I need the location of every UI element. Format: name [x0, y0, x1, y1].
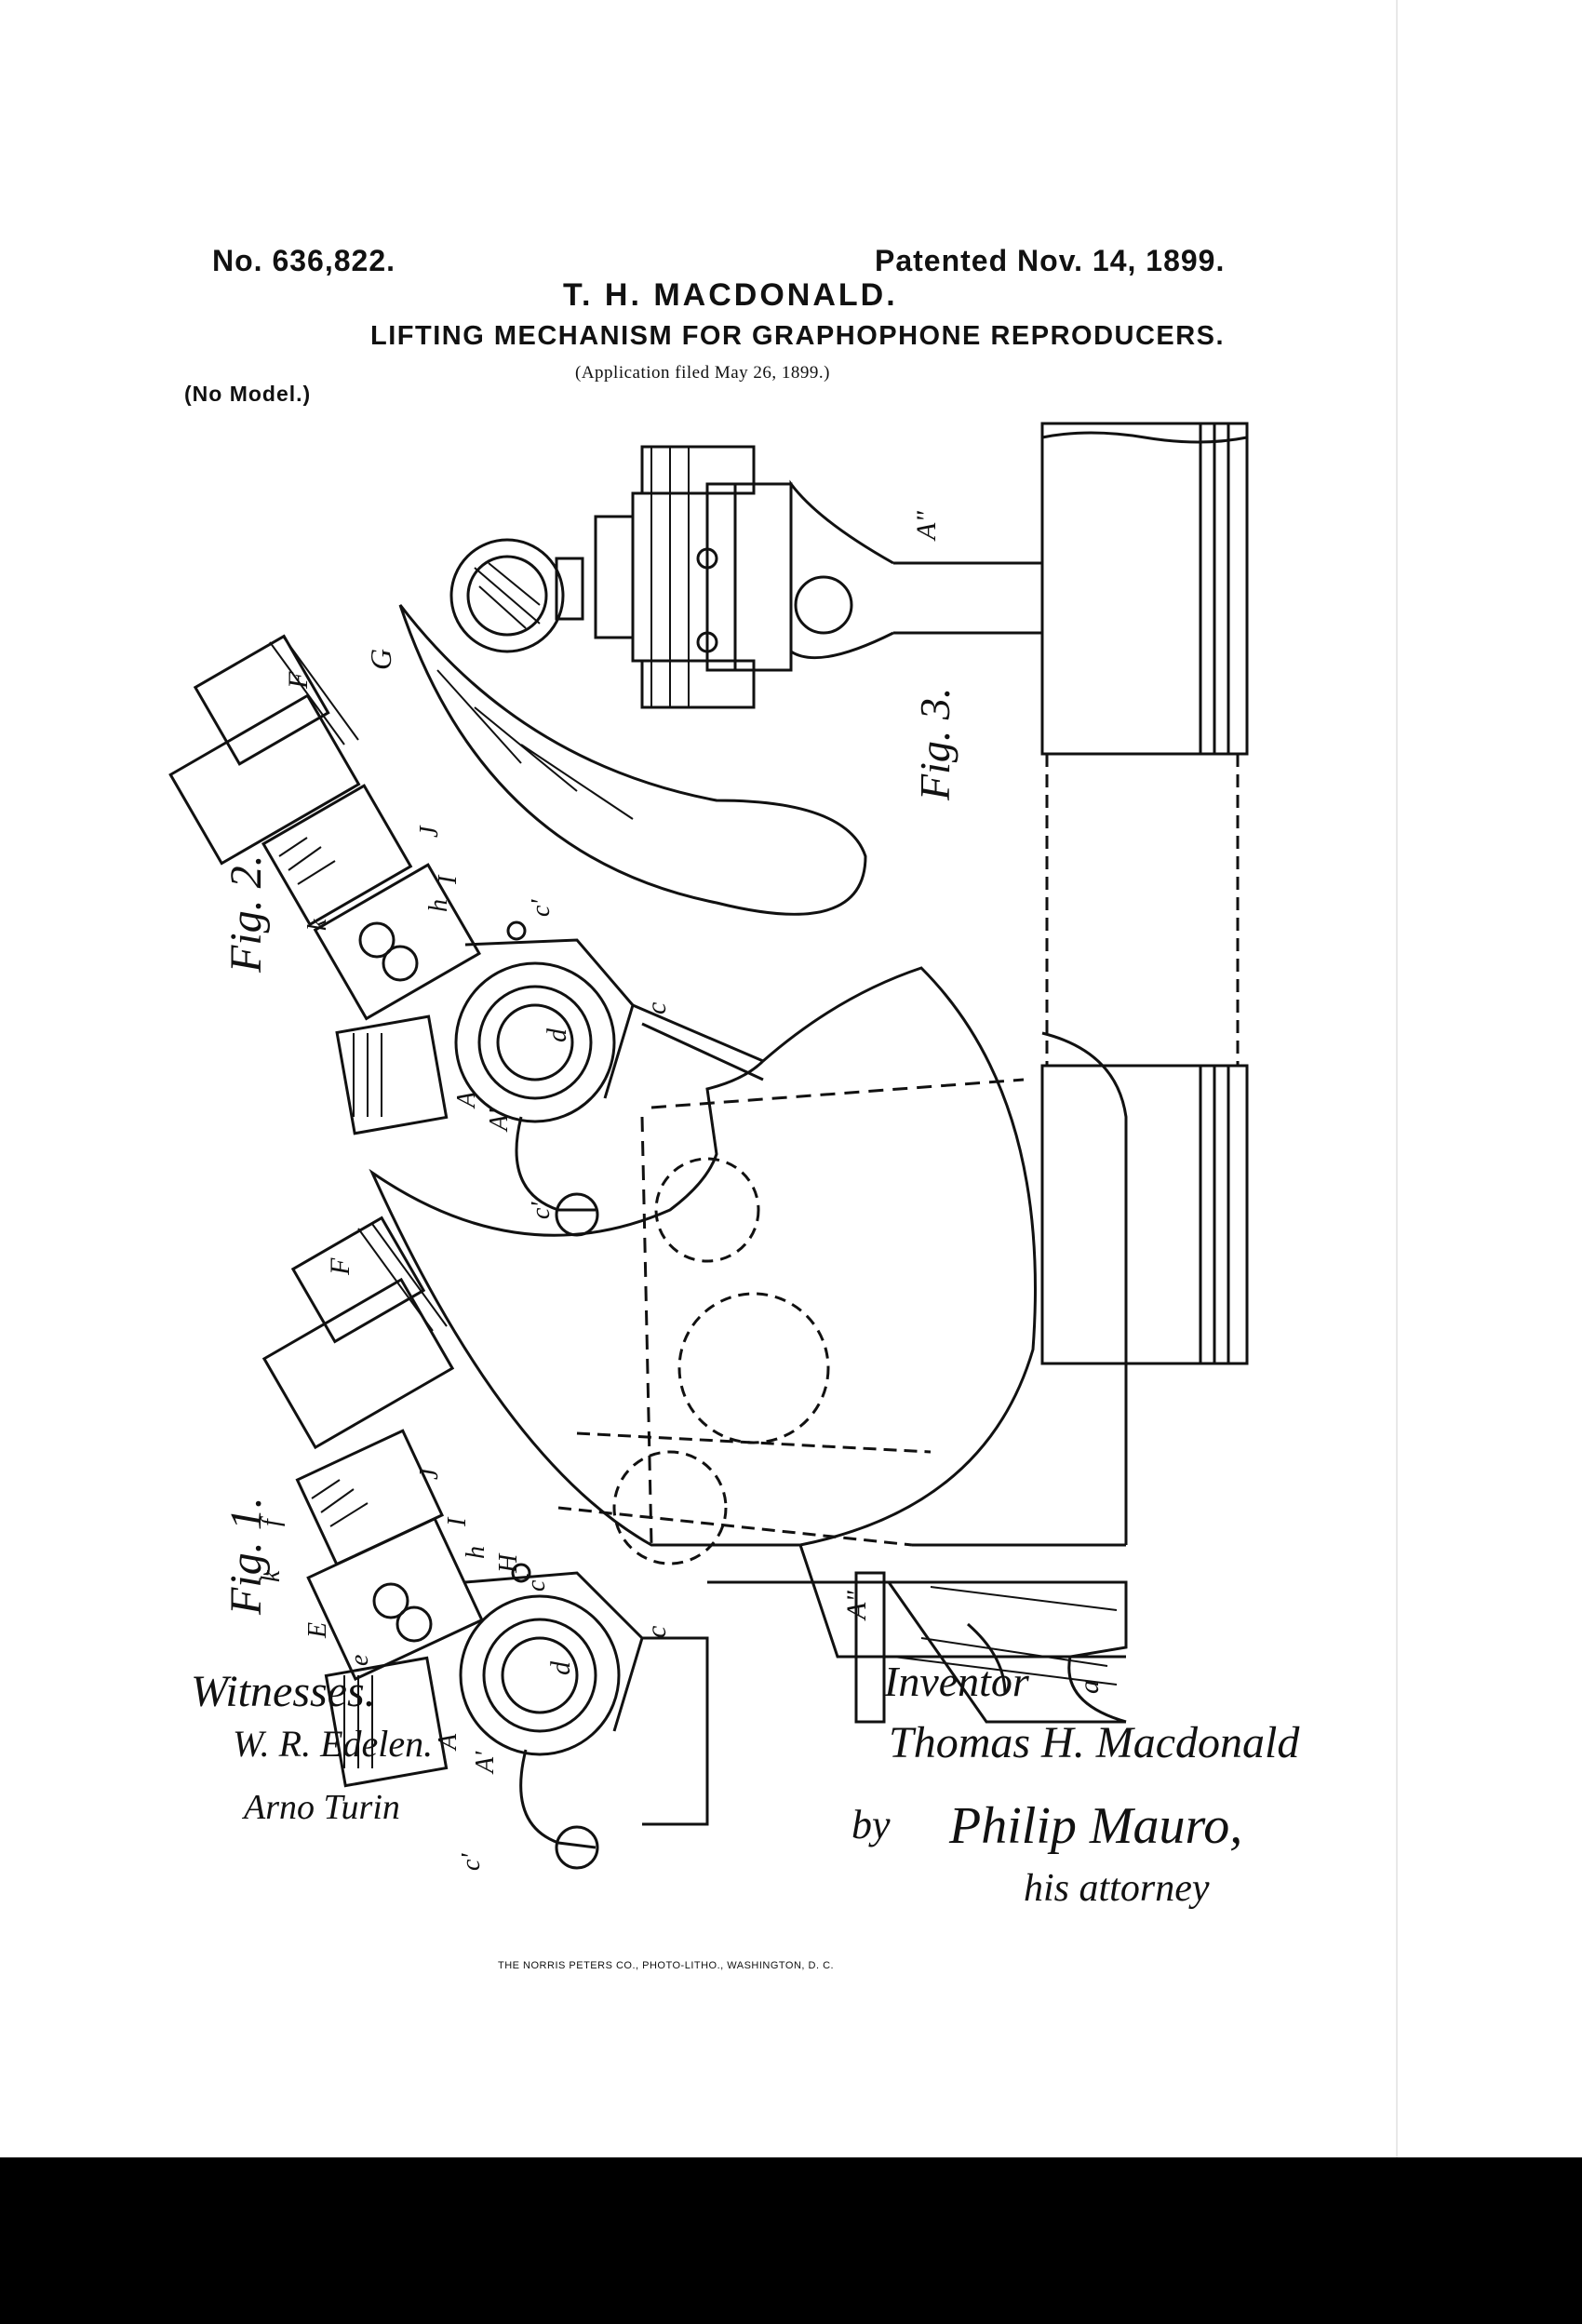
- ref-J-fig2: J: [415, 825, 444, 838]
- attorney-signature: Philip Mauro,: [949, 1797, 1243, 1855]
- patent-drawing: Fig. 3. A" G: [168, 422, 1249, 1871]
- inventor-signature: Thomas H. Macdonald: [889, 1718, 1300, 1767]
- ref-c-fig2: c: [641, 1002, 672, 1014]
- witness-signature-1: W. R. Edelen.: [233, 1723, 434, 1765]
- ref-J-fig1: J: [415, 1467, 444, 1480]
- inventor-label: Inventor: [884, 1658, 1029, 1705]
- ref-I-fig1: I: [443, 1516, 472, 1527]
- ref-A-fig1: A: [434, 1733, 463, 1752]
- ref-F-fig2: F: [283, 671, 314, 690]
- inventor-name: T. H. MACDONALD.: [563, 277, 898, 313]
- ref-a-fig1: a: [1074, 1680, 1105, 1694]
- ref-k-fig1: k: [257, 1570, 286, 1582]
- ref-A-prime-fig2: A': [485, 1108, 514, 1133]
- patent-title: LIFTING MECHANISM FOR GRAPHOPHONE REPROD…: [370, 321, 1226, 351]
- main-frame: [369, 966, 1128, 1724]
- ref-A-dprime-fig1: A": [841, 1591, 872, 1621]
- figure-3: Fig. 3. A": [449, 422, 1249, 1365]
- ref-h-fig1: h: [462, 1546, 490, 1559]
- ref-G: G: [364, 649, 397, 670]
- ref-e-fig1: e: [345, 1655, 374, 1666]
- fig2-label: Fig. 2.: [221, 854, 271, 974]
- ref-H-fig1: H: [494, 1552, 523, 1574]
- ref-F-fig1: F: [325, 1257, 355, 1276]
- figure-1: Fig. 1. F k f E e J I h H c' c d A A' A"…: [221, 1216, 1105, 1871]
- witness-signature-2: Arno Turin: [244, 1788, 400, 1827]
- ref-d-fig2: d: [542, 1028, 572, 1042]
- ref-E-fig1: E: [303, 1622, 332, 1639]
- ref-A-prime-fig1: A': [471, 1751, 500, 1775]
- ref-c-prime-fig1-lower: c': [457, 1853, 486, 1871]
- ref-A-fig2: A: [452, 1091, 481, 1109]
- page-edge: [1396, 0, 1582, 2157]
- ref-I-fig2: I: [434, 874, 463, 885]
- ref-h-fig2: h: [424, 899, 453, 912]
- ref-c-prime-fig1: c': [522, 1574, 551, 1592]
- fig1-label: Fig. 1.: [221, 1497, 271, 1616]
- model-note: (No Model.): [184, 382, 312, 406]
- figure-2: Fig. 2. F J I h k c' c d A A' c': [168, 634, 764, 1237]
- patent-date: Patented Nov. 14, 1899.: [875, 244, 1226, 277]
- his-attorney-label: his attorney: [1024, 1867, 1210, 1910]
- ref-d-fig1: d: [545, 1660, 576, 1675]
- ref-k-fig2: k: [303, 919, 332, 931]
- witnesses-label: Witnesses.: [191, 1667, 376, 1716]
- ref-A-dprime-fig3: A": [911, 511, 942, 542]
- printer-credit: THE NORRIS PETERS CO., PHOTO-LITHO., WAS…: [498, 1960, 835, 1971]
- fig3-label: Fig. 3.: [911, 688, 959, 801]
- ref-c-prime-fig2: c': [527, 899, 556, 917]
- ref-c-fig1: c: [641, 1626, 672, 1638]
- ref-c-prime-fig2-lower: c': [527, 1202, 556, 1219]
- patent-number: No. 636,822.: [212, 244, 396, 277]
- application-filed: (Application filed May 26, 1899.): [575, 363, 831, 383]
- blade-G: G: [364, 604, 867, 916]
- by-label: by: [851, 1802, 891, 1847]
- scan-bottom-band: [0, 2157, 1582, 2324]
- ref-f-fig1: f: [257, 1516, 286, 1526]
